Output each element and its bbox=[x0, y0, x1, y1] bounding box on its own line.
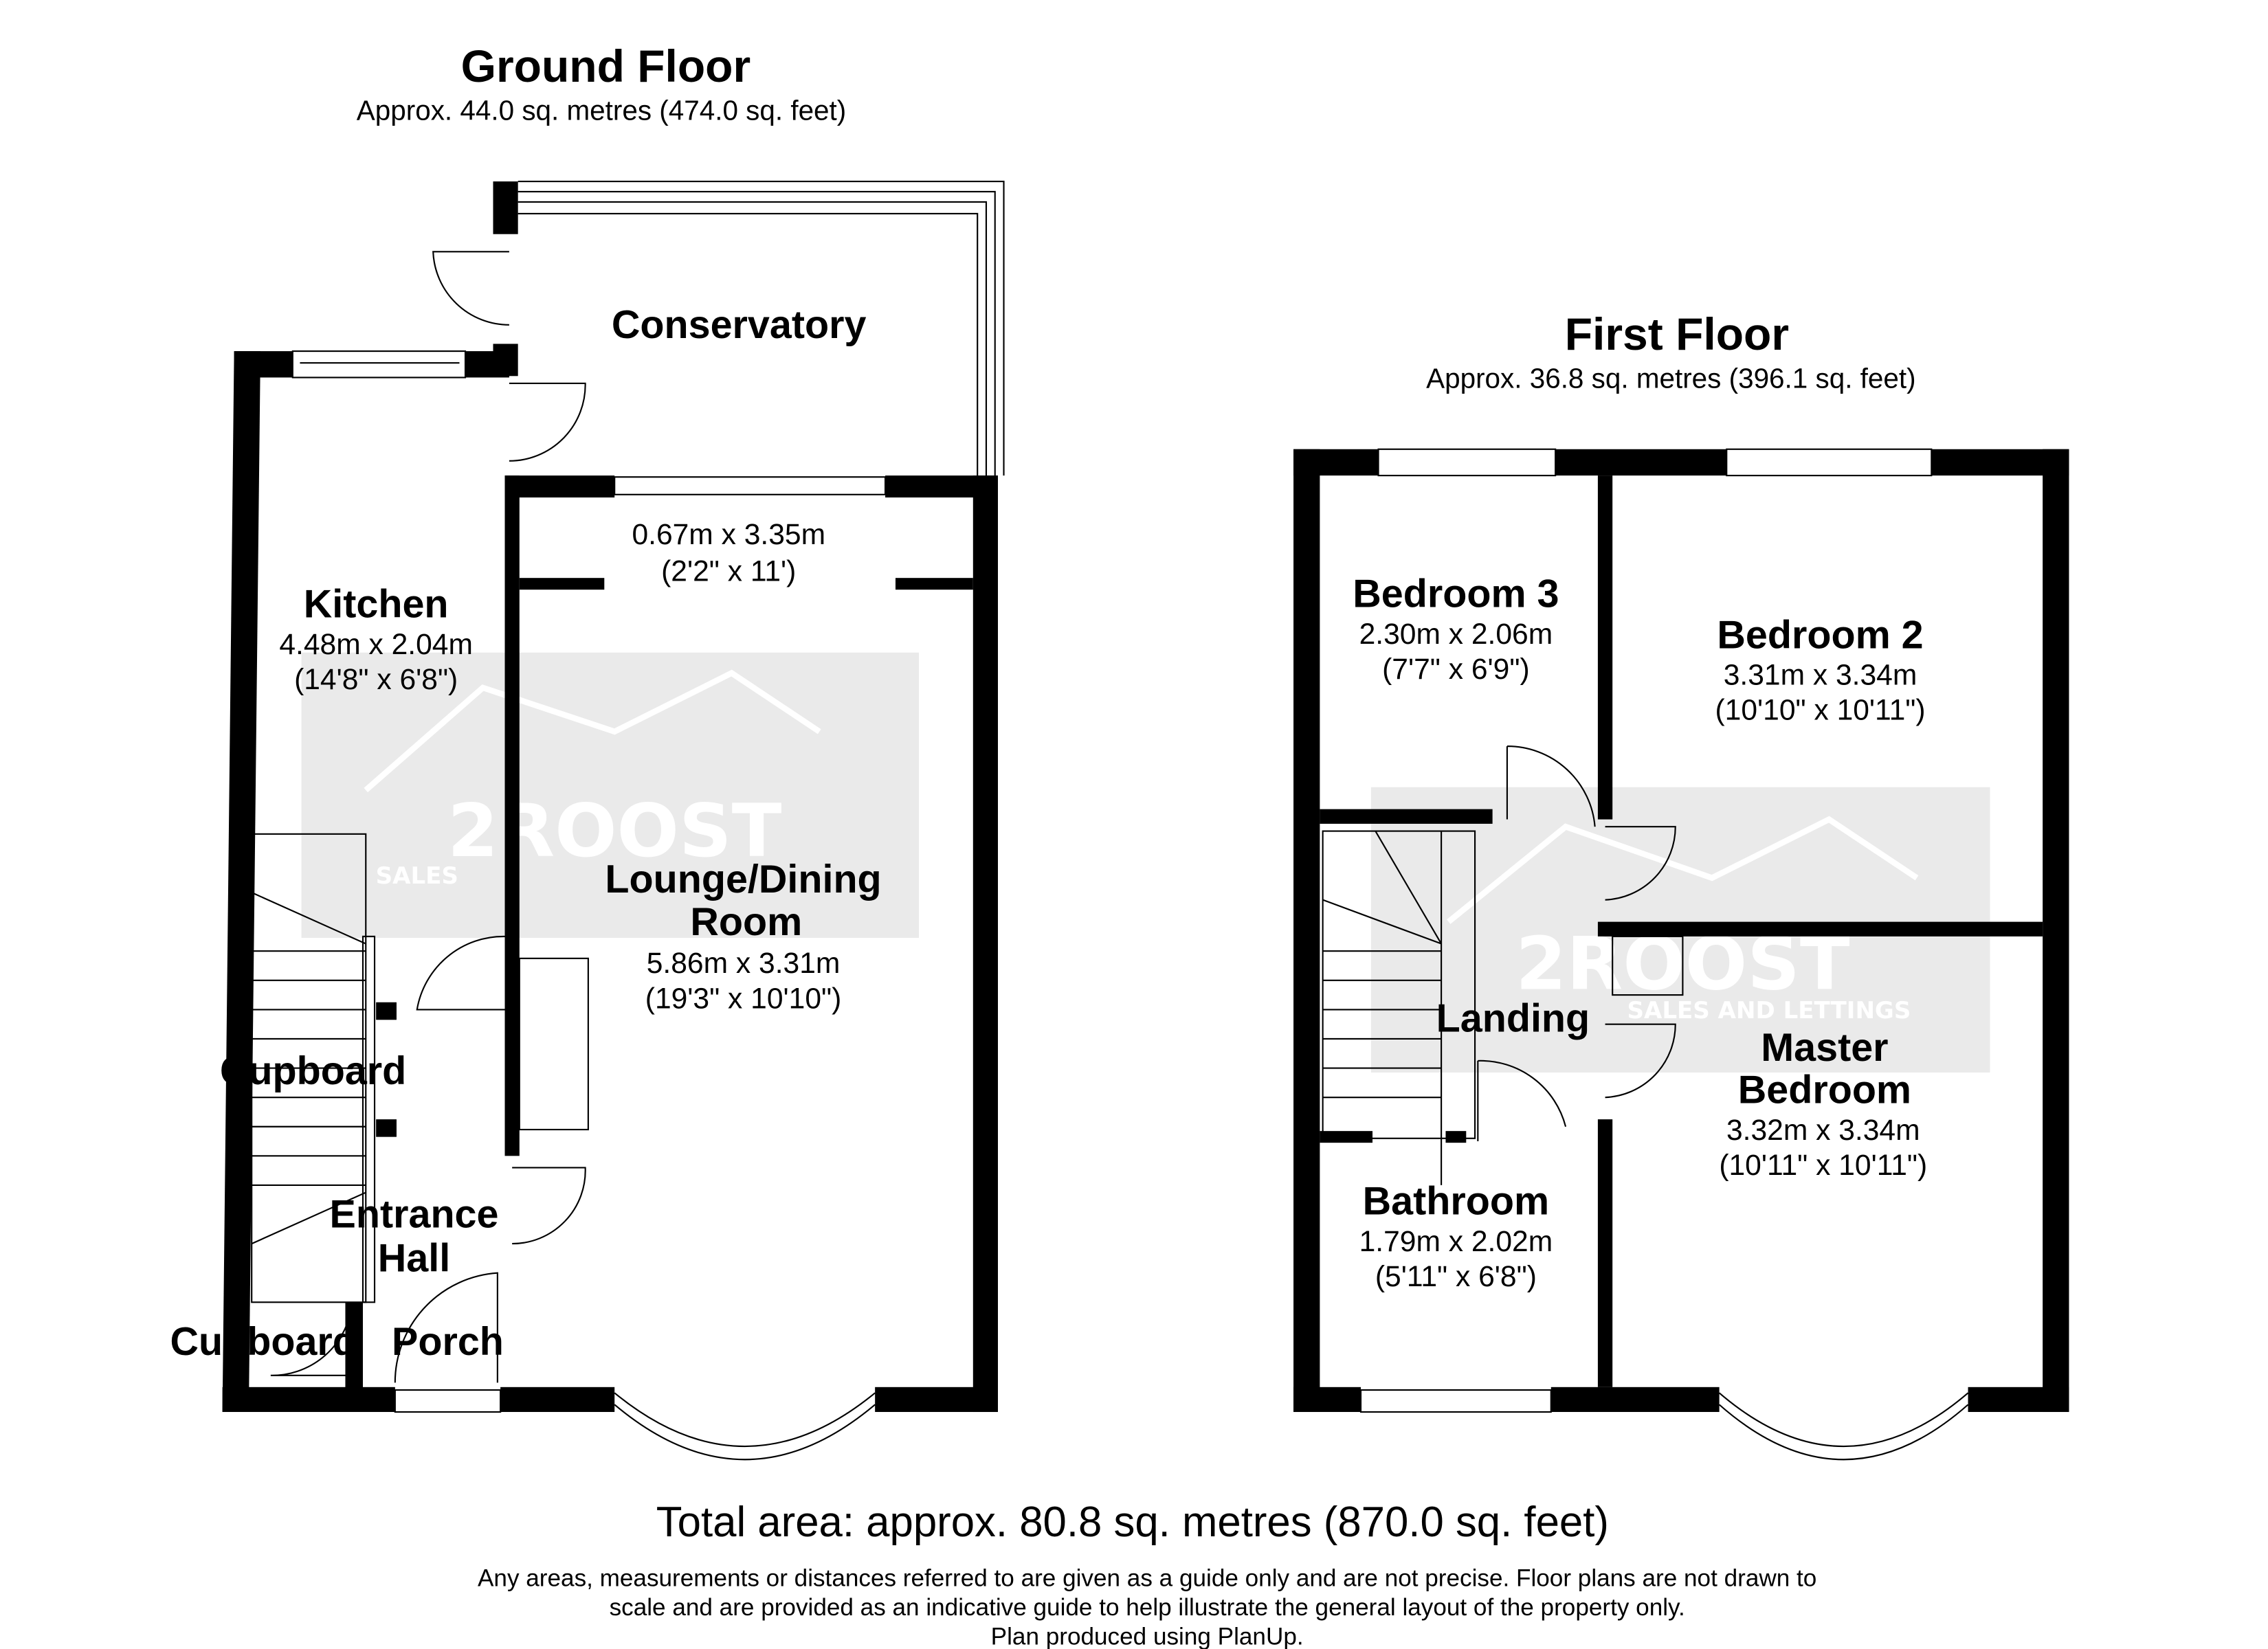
disclaimer-line-2: scale and are provided as an indicative … bbox=[610, 1594, 1685, 1621]
room-master-bedroom-line2: Bedroom bbox=[1738, 1068, 1911, 1112]
room-dims-ft: (7'7" x 6'9") bbox=[1382, 653, 1529, 686]
svg-text:SALES: SALES bbox=[376, 862, 458, 890]
room-kitchen: Kitchen bbox=[304, 583, 449, 627]
room-landing: Landing bbox=[1436, 996, 1590, 1040]
room-dims-ft: (14'8" x 6'8") bbox=[294, 663, 458, 696]
room-dims-ft: (10'11" x 10'11") bbox=[1719, 1149, 1927, 1182]
room-dims-m: 5.86m x 3.31m bbox=[647, 947, 841, 980]
room-cupboard: Cupboard bbox=[220, 1049, 406, 1093]
room-entrance-hall-line2: Hall bbox=[378, 1237, 450, 1281]
room-porch: Porch bbox=[392, 1320, 504, 1364]
first-floor-area: Approx. 36.8 sq. metres (396.1 sq. feet) bbox=[1426, 362, 1915, 394]
room-dims-m: 3.32m x 3.34m bbox=[1726, 1114, 1920, 1147]
room-bedroom-3: Bedroom 3 bbox=[1353, 572, 1559, 616]
room-bedroom-2: Bedroom 2 bbox=[1717, 613, 1923, 657]
disclaimer-line-1: Any areas, measurements or distances ref… bbox=[478, 1564, 1816, 1591]
staircase bbox=[1322, 830, 1476, 1185]
svg-text:2ROOST: 2ROOST bbox=[447, 789, 782, 874]
room-dims-ft: (5'11" x 6'8") bbox=[1375, 1260, 1537, 1293]
room-bathroom: Bathroom bbox=[1363, 1180, 1549, 1224]
room-dims-m: 3.31m x 3.34m bbox=[1724, 659, 1917, 692]
room-cupboard-2: Cupboard bbox=[170, 1320, 357, 1364]
room-master-bedroom: Master bbox=[1761, 1026, 1888, 1070]
room-conservatory: Conservatory bbox=[612, 303, 867, 347]
ground-floor-area: Approx. 44.0 sq. metres (474.0 sq. feet) bbox=[357, 95, 846, 126]
room-dims-ft: (2'2" x 11') bbox=[661, 554, 796, 587]
room-dims-m: 2.30m x 2.06m bbox=[1359, 618, 1553, 651]
room-dims-m: 4.48m x 2.04m bbox=[279, 628, 473, 661]
room-dims-m: 0.67m x 3.35m bbox=[632, 518, 825, 551]
room-dims-m: 1.79m x 2.02m bbox=[1359, 1225, 1553, 1258]
room-entrance-hall: Entrance bbox=[330, 1193, 499, 1237]
disclaimer-line-3: Plan produced using PlanUp. bbox=[991, 1624, 1304, 1649]
total-area: Total area: approx. 80.8 sq. metres (870… bbox=[656, 1499, 1609, 1546]
svg-text:SALES AND LETTINGS: SALES AND LETTINGS bbox=[1627, 997, 1911, 1024]
first-floor-plan bbox=[1293, 448, 2069, 1461]
room-dims-ft: (19'3" x 10'10") bbox=[645, 982, 842, 1015]
staircase bbox=[251, 833, 367, 1303]
ground-floor-title: Ground Floor bbox=[461, 41, 751, 91]
first-floor-title: First Floor bbox=[1565, 309, 1789, 359]
room-dims-ft: (10'10" x 10'11") bbox=[1715, 694, 1925, 727]
ground-floor-plan bbox=[222, 180, 1005, 1461]
room-lounge-dining-line2: Room bbox=[690, 900, 802, 944]
room-lounge-dining: Lounge/Dining bbox=[605, 857, 881, 901]
